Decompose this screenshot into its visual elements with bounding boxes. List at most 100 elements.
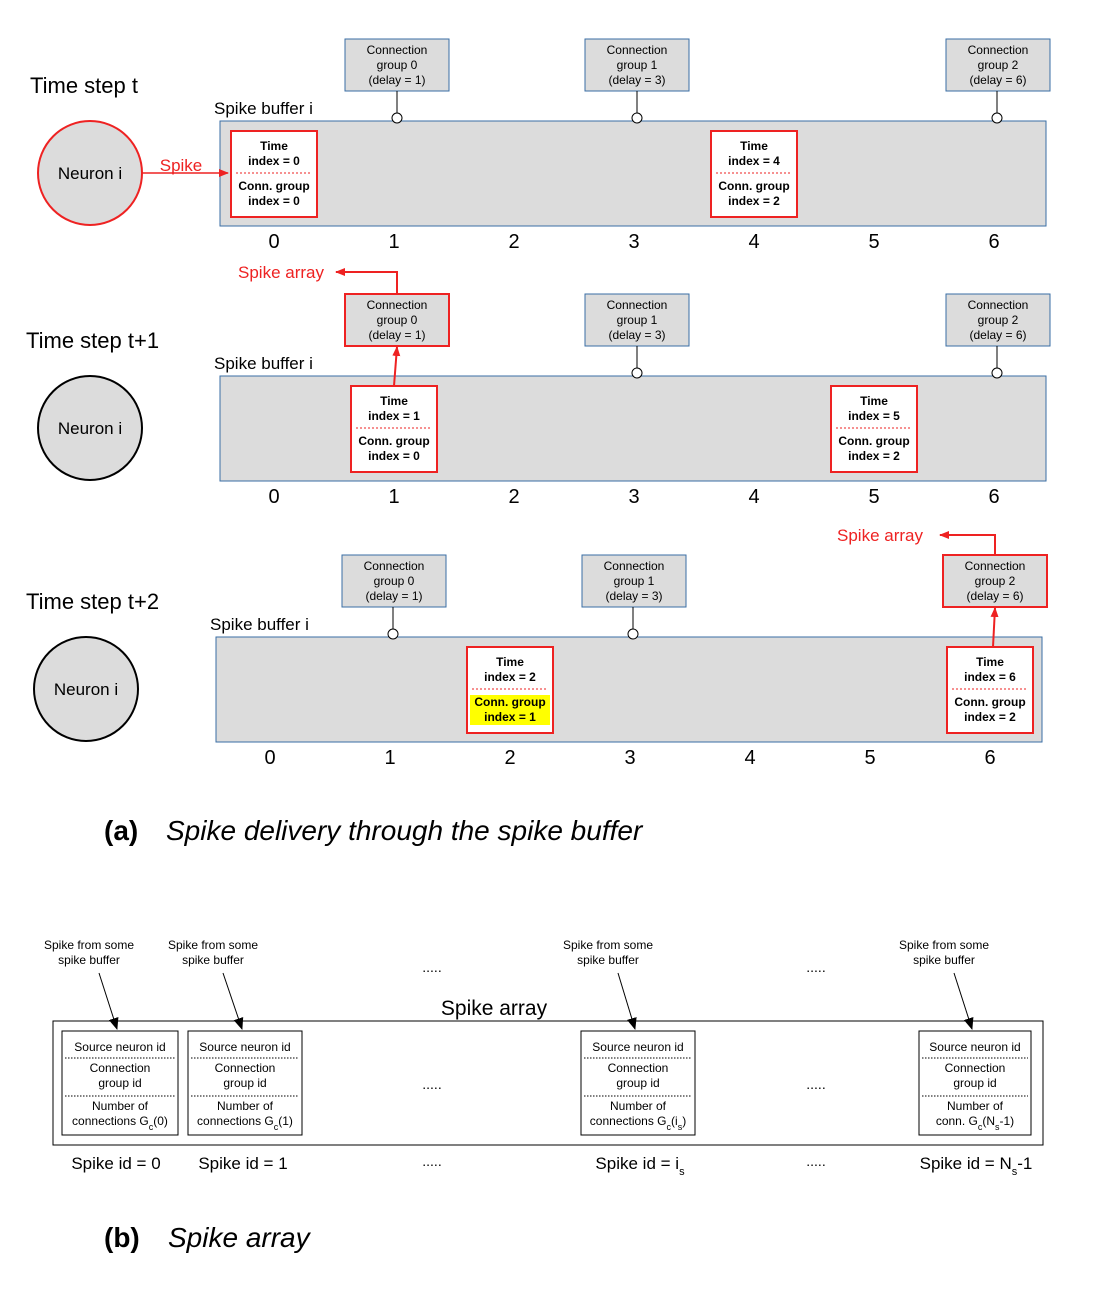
source-neuron-id: Source neuron id (592, 1040, 683, 1054)
spike-cell-box (61, 1030, 179, 1136)
ellipsis: ..... (806, 959, 825, 975)
spike-source-label: Spike from some (168, 938, 258, 952)
spike-source-label: Spike from some (563, 938, 653, 952)
connection-group-delay: (delay = 1) (368, 328, 425, 342)
spike-array-title: Spike array (441, 997, 548, 1020)
connection-group-line: group 0 (377, 58, 418, 72)
spike-buffer-label: Spike buffer i (214, 99, 313, 118)
spike-source-arrow (617, 972, 637, 1030)
connection-group-delay: (delay = 6) (969, 328, 1026, 342)
position-label: 0 (268, 231, 279, 253)
connection-group-box (942, 554, 1048, 608)
position-label: 3 (628, 486, 639, 508)
conn-group-index-value: index = 2 (964, 710, 1016, 724)
connector-dot (631, 112, 643, 124)
connection-group-line: group 2 (978, 313, 1019, 327)
conn-group-index-value: index = 1 (484, 710, 536, 724)
spike-id-label: Spike id = 0 (71, 1154, 160, 1173)
neuron-label: Neuron i (58, 164, 122, 183)
number-of-connections: connections Gc(is) (590, 1114, 686, 1132)
position-label: 5 (868, 486, 879, 508)
connection-group-box (344, 293, 450, 347)
ellipsis: ..... (806, 1076, 825, 1092)
panel-a: Time step t Neuron i Spike buffer i 0 1 2 3 4 5 6… (26, 38, 1051, 846)
connection-group-line: group 1 (617, 313, 658, 327)
spike-label: Spike (160, 156, 203, 175)
ellipsis: ..... (422, 1076, 441, 1092)
conn-group-index-value: index = 2 (728, 194, 780, 208)
position-label: 4 (748, 486, 759, 508)
connection-group-id: group id (223, 1076, 266, 1090)
position-label: 5 (864, 747, 875, 769)
spike-source-arrow (222, 972, 244, 1030)
ellipsis: ..... (806, 1153, 825, 1169)
spike-buffer-label: Spike buffer i (214, 354, 313, 373)
number-of-connections: Number of (947, 1099, 1004, 1113)
connection-group-delay: (delay = 3) (608, 73, 665, 87)
connection-group-line: Connection (968, 298, 1029, 312)
spike-array-arrow (335, 268, 398, 294)
time-label: Time (860, 394, 888, 408)
connection-group-delay: (delay = 3) (605, 589, 662, 603)
spike-buffer (219, 120, 1047, 227)
spike-source-label: spike buffer (913, 953, 975, 967)
spike-array-label: Spike array (238, 263, 324, 282)
connector-dot (991, 112, 1003, 124)
connection-group-delay: (delay = 6) (969, 73, 1026, 87)
spike-source-label: spike buffer (58, 953, 120, 967)
spike-source-label: Spike from some (899, 938, 989, 952)
position-label: 2 (508, 486, 519, 508)
connection-group-id: group id (616, 1076, 659, 1090)
position-label: 1 (384, 747, 395, 769)
spike-id-label: Spike id = 1 (198, 1154, 287, 1173)
conn-group-label: Conn. group (838, 434, 909, 448)
position-label: 6 (988, 486, 999, 508)
connector-dot (387, 628, 399, 640)
source-neuron-id: Source neuron id (199, 1040, 290, 1054)
conn-group-index-value: index = 2 (848, 449, 900, 463)
connection-group-box (341, 554, 447, 608)
connection-group-box (344, 38, 450, 92)
position-label: 1 (388, 231, 399, 253)
connection-group-line: Connection (367, 43, 428, 57)
time-label: Time (380, 394, 408, 408)
spike-buffer (219, 375, 1047, 482)
connection-group-delay: (delay = 1) (368, 73, 425, 87)
connection-group-line: group 1 (617, 58, 658, 72)
neuron-circle (37, 375, 143, 481)
connection-group-id: Connection (90, 1061, 151, 1075)
connection-group-box (581, 554, 687, 608)
connection-group-delay: (delay = 1) (365, 589, 422, 603)
connection-group-line: Connection (367, 298, 428, 312)
connection-group-line: Connection (604, 559, 665, 573)
conn-group-label: Conn. group (358, 434, 429, 448)
connection-group-line: Connection (965, 559, 1026, 573)
connection-group-id: Connection (945, 1061, 1006, 1075)
ellipsis: ..... (422, 1153, 441, 1169)
conn-group-label: Conn. group (238, 179, 309, 193)
time-index-value: index = 1 (368, 409, 420, 423)
conn-group-label: Conn. group (718, 179, 789, 193)
connector-dot (631, 367, 643, 379)
number-of-connections: conn. Gc(Ns-1) (936, 1114, 1014, 1132)
neuron-label: Neuron i (54, 680, 118, 699)
number-of-connections: connections Gc(1) (197, 1114, 293, 1132)
spike-cell-box (187, 1030, 303, 1136)
spike-source-arrow (953, 972, 974, 1030)
time-step-title: Time step t (30, 73, 138, 98)
connection-group-line: Connection (607, 43, 668, 57)
number-of-connections: Number of (92, 1099, 149, 1113)
